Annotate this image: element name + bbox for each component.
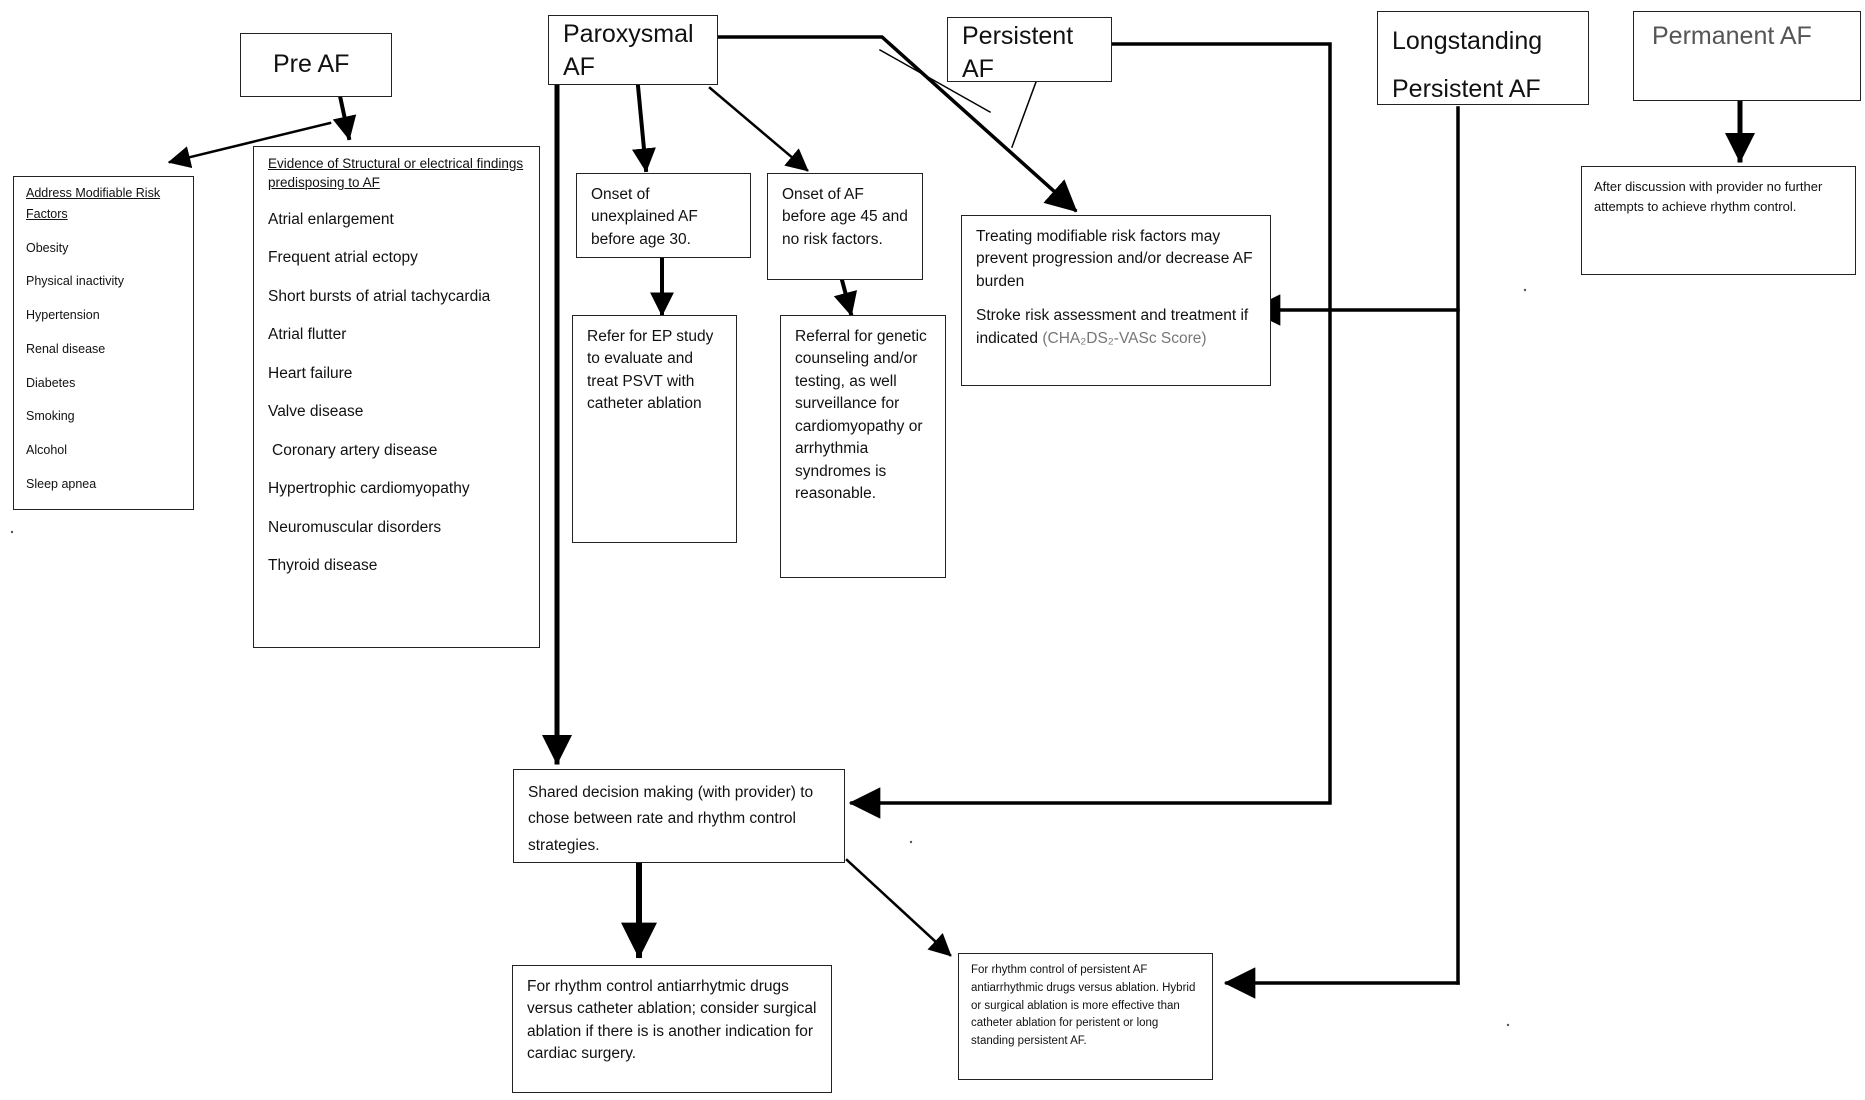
treating-risk-factors-text: Treating modifiable risk factors may pre… [976, 228, 1253, 290]
stage-longstanding-label-2: Persistent AF [1392, 74, 1541, 103]
shared-decision-text: Shared decision making (with provider) t… [528, 784, 814, 854]
refer-ep-study-box: Refer for EP study to evaluate and treat… [572, 315, 737, 543]
arrow-paroxysmal-to-onset30 [632, 83, 656, 173]
finding-item: Frequent atrial ectopy [268, 249, 418, 267]
permanent-note-box: After discussion with provider no furthe… [1581, 166, 1856, 275]
risk-item: Diabetes [26, 375, 76, 390]
modifiable-risk-box: Address Modifiable Risk Factors Obesity … [13, 176, 194, 510]
onset-before-45-text: Onset of AF before age 45 and no risk fa… [782, 186, 908, 248]
stage-permanent-label: Permanent AF [1652, 22, 1812, 50]
arrow-persistent-to-shared [848, 42, 1332, 819]
finding-item: Atrial flutter [268, 326, 347, 344]
arrow-preaf-to-structural [332, 93, 357, 141]
arrow-paroxysmal-to-treating [716, 35, 1078, 213]
stage-persistent-label-2: AF [962, 54, 994, 83]
stage-longstanding-label-1: Longstanding [1392, 27, 1543, 55]
arrow-paroxysmal-to-onset45 [708, 86, 809, 172]
persistent-callout-left [878, 48, 992, 114]
finding-item: Atrial enlargement [268, 210, 394, 228]
cha2ds2-vasc-score: (CHA₂DS₂-VASc Score) [1042, 329, 1207, 347]
stage-pre-af: Pre AF [240, 33, 392, 97]
genetic-referral-box: Referral for genetic counseling and/or t… [780, 315, 946, 578]
stage-pre-af-label: Pre AF [273, 50, 350, 78]
stroke-risk-label: Stroke risk assessment and treatment if … [976, 307, 1249, 347]
structural-findings-box: Evidence of Structural or electrical fin… [253, 146, 540, 648]
stage-paroxysmal-label-1: Paroxysmal [563, 20, 694, 48]
finding-item: Hypertrophic cardiomyopathy [268, 480, 470, 498]
arrow-preaf-to-modifiable [167, 121, 332, 169]
persistent-rhythm-control-box: For rhythm control of persistent AF anti… [958, 953, 1213, 1080]
risk-item: Physical inactivity [26, 274, 124, 289]
structural-findings-title: Evidence of Structural or electrical fin… [268, 156, 524, 190]
risk-item: Smoking [26, 409, 75, 424]
arrow-onset45-to-genetic [833, 277, 858, 317]
risk-item: Obesity [26, 240, 69, 255]
stray-dots [10, 288, 1527, 1027]
finding-item: Heart failure [268, 364, 353, 382]
onset-before-45-box: Onset of AF before age 45 and no risk fa… [767, 173, 923, 280]
permanent-note-text: After discussion with provider no furthe… [1594, 179, 1823, 215]
risk-item: Sleep apnea [26, 476, 97, 491]
stage-persistent: Persistent AF [947, 17, 1112, 83]
risk-item: Renal disease [26, 341, 106, 356]
onset-before-30-box: Onset of unexplained AF before age 30. [576, 173, 751, 258]
finding-item: Valve disease [268, 403, 364, 421]
rhythm-control-text: For rhythm control antiarrhytmic drugs v… [527, 978, 817, 1063]
persistent-callout-right [1011, 81, 1037, 148]
refer-ep-study-text: Refer for EP study to evaluate and treat… [587, 328, 714, 413]
stage-paroxysmal: Paroxysmal AF [548, 15, 718, 85]
finding-item: Thyroid disease [268, 557, 378, 574]
treating-risk-factors-box: Treating modifiable risk factors may pre… [961, 215, 1271, 386]
stroke-risk-text: Stroke risk assessment and treatment if … [976, 305, 1256, 350]
stage-longstanding: Longstanding Persistent AF [1377, 11, 1589, 105]
risk-item: Alcohol [26, 443, 67, 457]
finding-item: Neuromuscular disorders [268, 518, 442, 536]
stage-persistent-label-1: Persistent [962, 22, 1074, 50]
finding-item: Short bursts of atrial tachycardia [268, 287, 491, 305]
stage-permanent: Permanent AF [1633, 11, 1861, 101]
persistent-rhythm-control-text: For rhythm control of persistent AF anti… [971, 964, 1196, 1048]
rhythm-control-box: For rhythm control antiarrhytmic drugs v… [512, 965, 832, 1093]
finding-item: Coronary artery disease [272, 441, 438, 459]
onset-before-30-text: Onset of unexplained AF before age 30. [591, 186, 698, 248]
shared-decision-box: Shared decision making (with provider) t… [513, 769, 845, 863]
genetic-referral-text: Referral for genetic counseling and/or t… [795, 328, 927, 503]
stage-paroxysmal-label-2: AF [563, 52, 595, 81]
arrow-shared-to-persistent-control [845, 858, 952, 957]
modifiable-risk-title: Address Modifiable Risk Factors [26, 186, 161, 222]
risk-item: Hypertension [26, 308, 100, 322]
